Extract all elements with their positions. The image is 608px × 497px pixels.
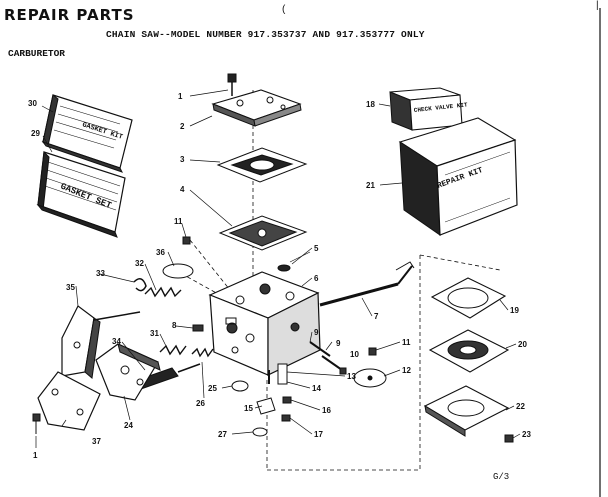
callout-12: 12 bbox=[402, 366, 411, 375]
gasket-kit-30: GASKET KIT bbox=[41, 94, 133, 173]
part-7-shaft bbox=[319, 261, 415, 307]
check-valve-kit-18: CHECK VALVE KIT bbox=[389, 87, 468, 131]
callout-13: 13 bbox=[347, 372, 356, 381]
part-4-plate bbox=[218, 215, 308, 251]
part-13-14-valve bbox=[268, 363, 288, 385]
part-1-bottom-screw bbox=[32, 413, 41, 434]
callout-1: 1 bbox=[178, 92, 183, 101]
callout-33: 33 bbox=[96, 269, 105, 278]
callout-34: 34 bbox=[112, 337, 121, 346]
callout-3: 3 bbox=[180, 155, 185, 164]
part-1-screw bbox=[227, 73, 237, 96]
part-20-diaphragm bbox=[428, 329, 510, 373]
repair-kit-21: REPAIR KIT bbox=[398, 117, 518, 236]
callout-24: 24 bbox=[124, 421, 133, 430]
page-title: Repair Parts bbox=[4, 6, 135, 24]
callout-36: 36 bbox=[156, 248, 165, 257]
callout-5: 5 bbox=[314, 244, 319, 253]
callout-labels: 1 2 3 4 5 6 7 8 9 9 10 11 12 13 14 15 16… bbox=[28, 92, 531, 460]
callout-30: 30 bbox=[28, 99, 37, 108]
callout-9b: 9 bbox=[336, 339, 341, 348]
part-37-plate bbox=[37, 371, 101, 431]
part-27-washer bbox=[252, 427, 268, 437]
gasket-set-29: GASKET SET bbox=[36, 150, 126, 238]
part-9-10-screws bbox=[309, 341, 347, 375]
page-mark: ( bbox=[282, 4, 286, 15]
callout-31: 31 bbox=[150, 329, 159, 338]
callout-11-right: 11 bbox=[402, 338, 411, 347]
part-3-gasket bbox=[216, 147, 308, 183]
callout-23: 23 bbox=[522, 430, 531, 439]
part-11-screw-left bbox=[182, 236, 191, 245]
callout-1-bottom: 1 bbox=[33, 451, 38, 460]
callout-leaders bbox=[35, 89, 521, 448]
callout-27: 27 bbox=[218, 430, 227, 439]
callout-2: 2 bbox=[180, 122, 185, 131]
callout-35: 35 bbox=[66, 283, 75, 292]
part-28-spring bbox=[191, 347, 214, 358]
part-31-spring bbox=[159, 344, 187, 356]
part-23-screw bbox=[504, 434, 514, 443]
part-33-hook bbox=[133, 278, 147, 292]
callout-10: 10 bbox=[350, 350, 359, 359]
part-12-disk bbox=[353, 368, 387, 388]
callout-15: 15 bbox=[244, 404, 253, 413]
model-subtitle: CHAIN SAW--MODEL NUMBER 917.353737 AND 9… bbox=[106, 29, 425, 40]
part-24-pump-cover bbox=[95, 343, 161, 401]
callout-4: 4 bbox=[180, 185, 185, 194]
callout-8: 8 bbox=[172, 321, 177, 330]
callout-11-left: 11 bbox=[174, 217, 183, 226]
part-32-spring bbox=[144, 286, 182, 298]
callout-21: 21 bbox=[366, 181, 375, 190]
section-label: CARBURETOR bbox=[8, 48, 66, 59]
callout-29: 29 bbox=[31, 129, 40, 138]
part-5-valve bbox=[277, 251, 311, 272]
callout-26: 26 bbox=[196, 399, 205, 408]
part-25-washer bbox=[231, 380, 249, 392]
callout-18: 18 bbox=[366, 100, 375, 109]
callout-37: 37 bbox=[92, 437, 101, 446]
callout-9a: 9 bbox=[314, 328, 319, 337]
part-35-bracket bbox=[61, 305, 141, 379]
part-22-cover bbox=[423, 385, 510, 437]
callout-14: 14 bbox=[312, 384, 321, 393]
part-6-carburetor-body bbox=[208, 271, 321, 376]
corner-mark: | bbox=[596, 0, 599, 11]
part-8-screw bbox=[192, 324, 204, 332]
callout-22: 22 bbox=[516, 402, 525, 411]
part-2-cover bbox=[211, 89, 302, 127]
callout-19: 19 bbox=[510, 306, 519, 315]
callout-17: 17 bbox=[314, 430, 323, 439]
part-36-choke bbox=[162, 263, 194, 279]
callout-32: 32 bbox=[135, 259, 144, 268]
callout-6: 6 bbox=[314, 274, 319, 283]
part-19-gasket bbox=[430, 277, 507, 319]
callout-7: 7 bbox=[374, 312, 379, 321]
callout-16: 16 bbox=[322, 406, 331, 415]
part-15-16-17-bits bbox=[256, 396, 292, 422]
footer-mark: G/3 bbox=[493, 472, 510, 482]
part-11-screw-right bbox=[368, 347, 377, 356]
callout-25: 25 bbox=[208, 384, 217, 393]
callout-20: 20 bbox=[518, 340, 527, 349]
